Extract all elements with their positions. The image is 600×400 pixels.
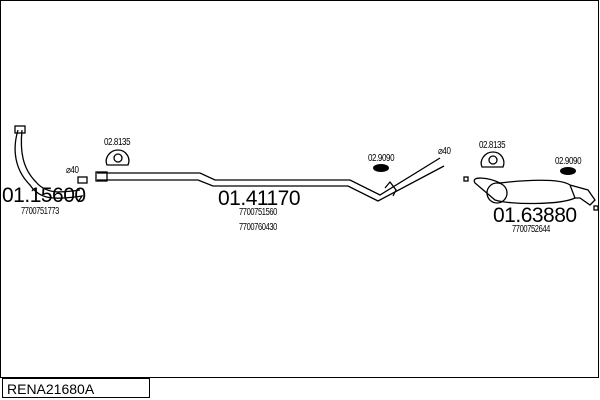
reference-code: RENA21680A	[2, 378, 150, 398]
hanger-label: 02.9090	[368, 153, 395, 164]
rear-silencer-drawing	[463, 176, 599, 211]
clamp-icons	[105, 149, 505, 168]
divider	[0, 377, 599, 378]
hanger-icons	[373, 164, 576, 175]
clamp-label: 02.8135	[104, 137, 131, 148]
oem-number: 7700751560	[239, 207, 277, 218]
part-number: 01.63880	[493, 204, 577, 227]
oem-number: 7700751773	[21, 206, 59, 217]
part-number: 01.15600	[2, 184, 86, 207]
clamp-label: 02.8135	[479, 140, 506, 151]
diameter-label: ⌀40	[66, 165, 79, 176]
part-number: 01.41170	[218, 187, 301, 210]
front-pipe-drawing	[14, 125, 88, 203]
diagram-frame	[0, 0, 599, 377]
oem-number: 7700752644	[512, 224, 550, 235]
diameter-label: ⌀40	[438, 146, 451, 157]
oem-number: 7700760430	[239, 222, 277, 233]
hanger-label: 02.9090	[555, 156, 582, 167]
middle-pipe-drawing	[95, 157, 445, 202]
